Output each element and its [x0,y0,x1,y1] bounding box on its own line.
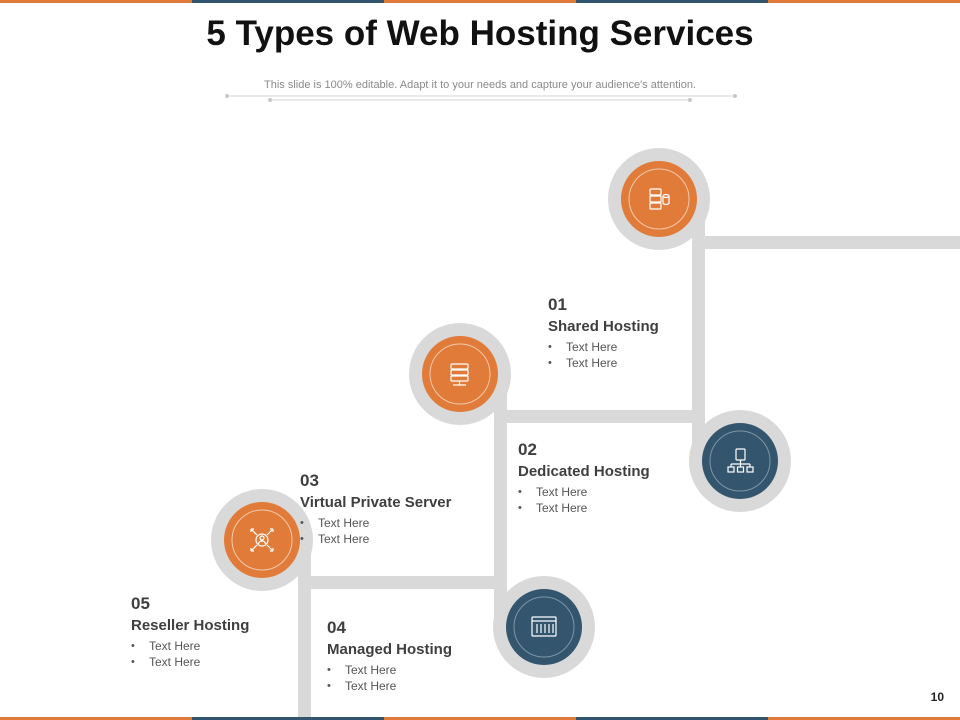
item-bullet: Text Here [327,678,452,694]
control-panel-icon [531,616,557,637]
node-virtual-private-server [409,323,511,425]
bottom-accent-bar [0,717,960,720]
item-bullet: Text Here [518,484,650,500]
top-accent-bar [0,0,960,3]
item-number: 03 [300,471,319,490]
item-04-label: 04 Managed Hosting Text Here Text Here [327,618,452,694]
item-title: Dedicated Hosting [518,463,650,480]
item-01-label: 01 Shared Hosting Text Here Text Here [548,295,659,371]
node-reseller-hosting [211,489,313,591]
item-title: Shared Hosting [548,318,659,335]
item-number: 01 [548,295,567,314]
slide-title: 5 Types of Web Hosting Services [206,14,754,53]
database-server-icon [649,188,670,210]
item-title: Managed Hosting [327,641,453,658]
server-rack-icon [450,363,469,386]
node-circle-04 [506,589,582,665]
connector-track [298,200,960,720]
item-05-label: 05 Reseller Hosting Text Here Text Here [131,594,249,670]
item-bullet: Text Here [548,355,659,371]
item-bullet: Text Here [327,662,452,678]
item-02-label: 02 Dedicated Hosting Text Here Text Here [518,440,650,516]
item-bullet: Text Here [548,339,659,355]
item-bullet: Text Here [300,515,451,531]
item-title: Virtual Private Server [300,494,452,511]
slide-subtitle: This slide is 100% editable. Adapt it to… [264,79,696,91]
subtitle-divider [225,94,737,102]
item-bullet: Text Here [300,531,451,547]
item-bullet: Text Here [131,638,249,654]
node-circle-01 [621,161,697,237]
page-number: 10 [930,690,944,704]
node-shared-hosting [608,148,710,250]
item-number: 02 [518,440,537,459]
item-number: 04 [327,618,346,637]
server-network-icon [727,448,754,473]
user-network-icon [250,528,274,552]
node-circle-03 [422,336,498,412]
item-number: 05 [131,594,150,613]
item-title: Reseller Hosting [131,617,250,634]
node-managed-hosting [493,576,595,678]
node-dedicated-hosting [689,410,791,512]
item-bullet: Text Here [518,500,650,516]
item-bullet: Text Here [131,654,249,670]
item-03-label: 03 Virtual Private Server Text Here Text… [300,471,451,547]
